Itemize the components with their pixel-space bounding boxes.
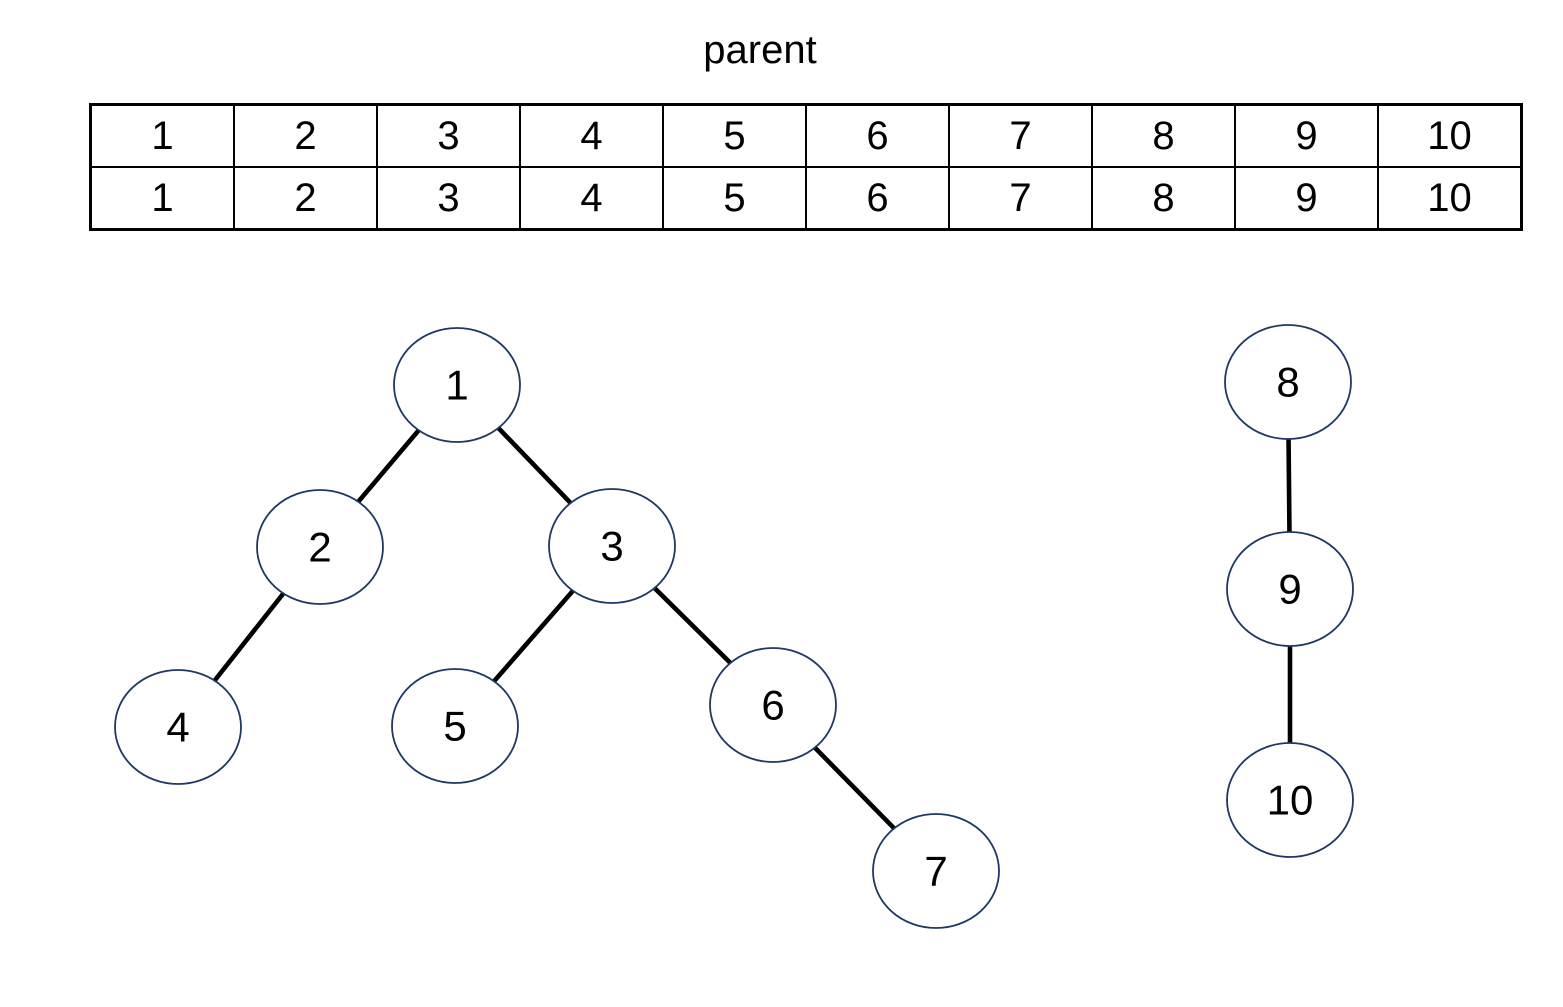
tree-node-3: 3 bbox=[548, 488, 676, 604]
node-circle-6 bbox=[709, 647, 837, 763]
node-label-1: 1 bbox=[445, 362, 468, 409]
node-circle-5 bbox=[391, 668, 519, 784]
node-circle-1 bbox=[393, 327, 521, 443]
node-label-4: 4 bbox=[166, 704, 189, 751]
node-circle-3 bbox=[548, 488, 676, 604]
tree-node-7: 7 bbox=[872, 813, 1000, 929]
parent-value-cell-8: 8 bbox=[1091, 166, 1236, 231]
tree-node-8: 8 bbox=[1224, 324, 1352, 440]
parent-index-cell-5: 5 bbox=[662, 103, 807, 168]
tree-node-10: 10 bbox=[1226, 742, 1354, 858]
parent-index-cell-7: 7 bbox=[948, 103, 1093, 168]
parent-value-cell-9: 9 bbox=[1234, 166, 1379, 231]
tree-node-9: 9 bbox=[1226, 531, 1354, 647]
parent-index-cell-3: 3 bbox=[376, 103, 521, 168]
node-label-6: 6 bbox=[761, 682, 784, 729]
parent-index-cell-4: 4 bbox=[519, 103, 664, 168]
node-circle-8 bbox=[1224, 324, 1352, 440]
diagram-title: parent bbox=[703, 28, 817, 72]
node-label-3: 3 bbox=[600, 523, 623, 570]
tree-node-1: 1 bbox=[393, 327, 521, 443]
node-label-7: 7 bbox=[924, 848, 947, 895]
tree-node-2: 2 bbox=[256, 489, 384, 605]
parent-index-cell-10: 10 bbox=[1377, 103, 1523, 168]
parent-value-cell-6: 6 bbox=[805, 166, 950, 231]
node-label-8: 8 bbox=[1276, 359, 1299, 406]
parent-index-cell-2: 2 bbox=[233, 103, 378, 168]
tree-node-4: 4 bbox=[114, 669, 242, 785]
node-label-10: 10 bbox=[1267, 777, 1314, 824]
node-label-9: 9 bbox=[1278, 566, 1301, 613]
parent-index-cell-9: 9 bbox=[1234, 103, 1379, 168]
parent-value-cell-7: 7 bbox=[948, 166, 1093, 231]
node-circle-7 bbox=[872, 813, 1000, 929]
parent-value-cell-1: 1 bbox=[89, 166, 235, 231]
parent-value-cell-3: 3 bbox=[376, 166, 521, 231]
parent-value-cell-10: 10 bbox=[1377, 166, 1523, 231]
parent-value-cell-5: 5 bbox=[662, 166, 807, 231]
node-circle-4 bbox=[114, 669, 242, 785]
tree-node-6: 6 bbox=[709, 647, 837, 763]
node-circle-10 bbox=[1226, 742, 1354, 858]
parent-value-cell-2: 2 bbox=[233, 166, 378, 231]
parent-index-cell-6: 6 bbox=[805, 103, 950, 168]
parent-index-cell-1: 1 bbox=[89, 103, 235, 168]
parent-index-cell-8: 8 bbox=[1091, 103, 1236, 168]
node-circle-9 bbox=[1226, 531, 1354, 647]
node-label-2: 2 bbox=[308, 524, 331, 571]
node-label-5: 5 bbox=[443, 703, 466, 750]
parent-value-cell-4: 4 bbox=[519, 166, 664, 231]
node-circle-2 bbox=[256, 489, 384, 605]
tree-node-5: 5 bbox=[391, 668, 519, 784]
